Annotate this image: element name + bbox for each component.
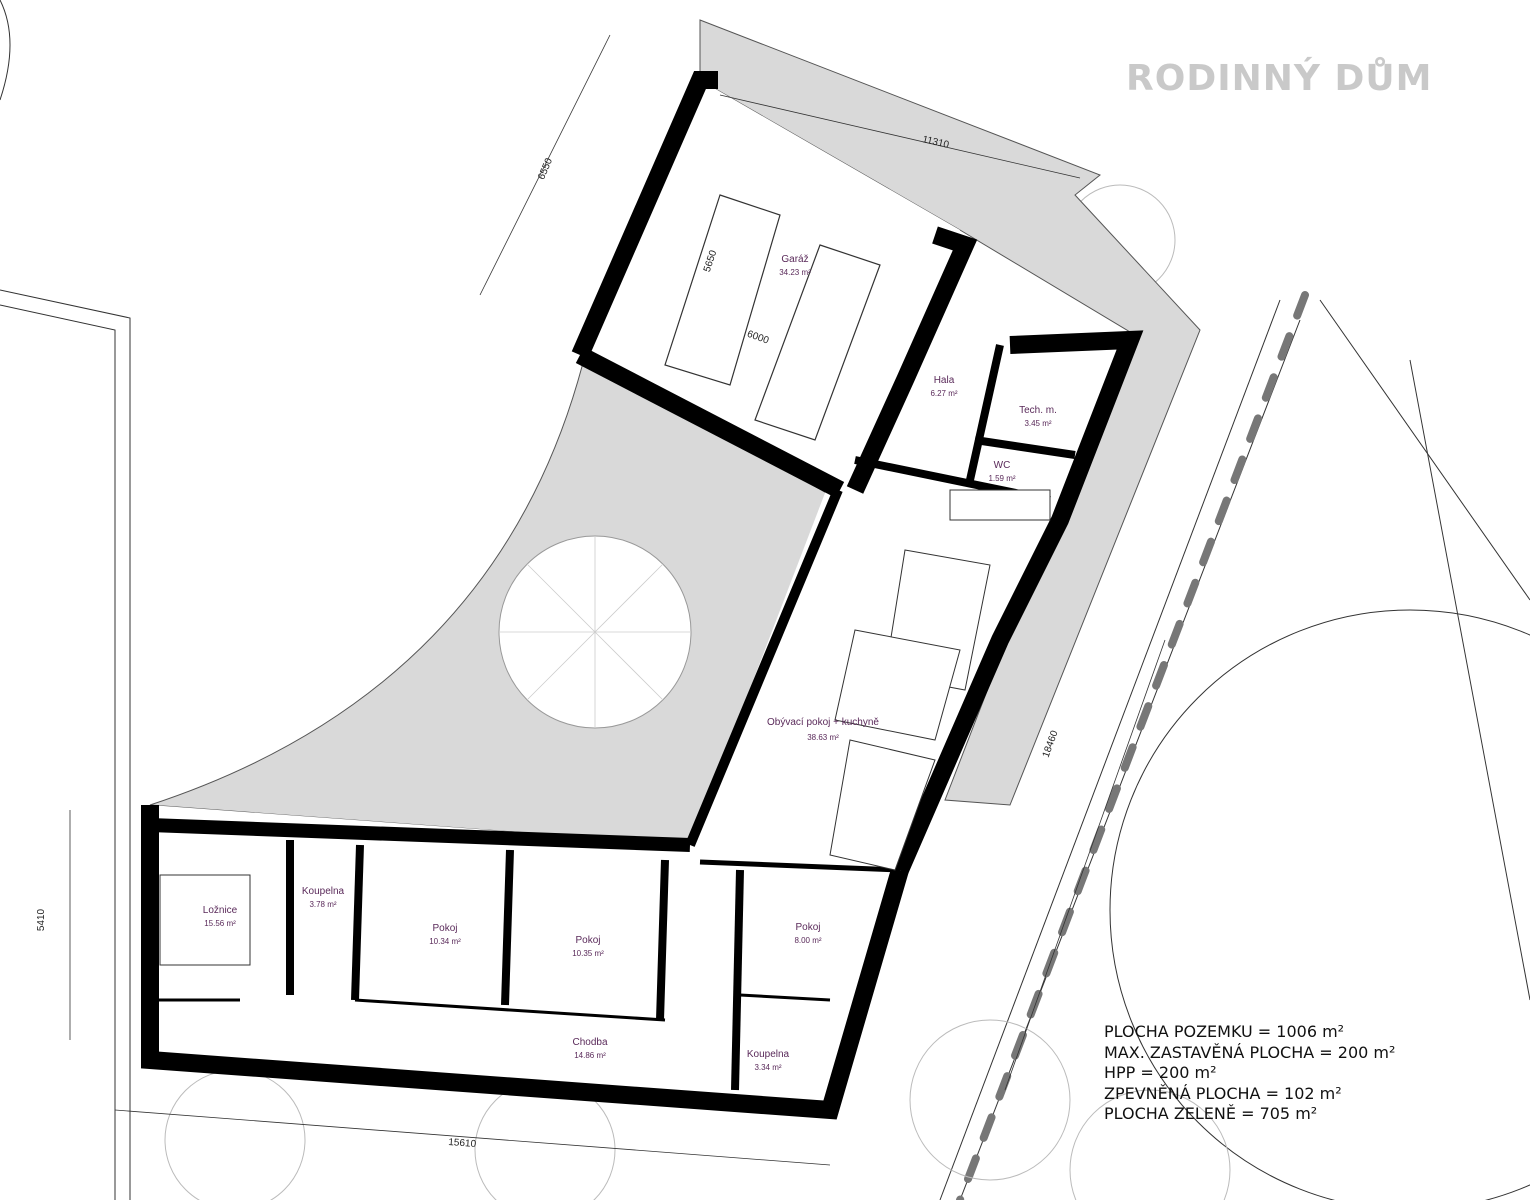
room-area-chodba: 14.86 m²	[574, 1051, 606, 1060]
room-label-wc: WC	[994, 460, 1011, 471]
room-label-pokoj-3: Pokoj	[795, 922, 820, 933]
room-area-koupelna-2: 3.34 m²	[754, 1063, 781, 1072]
room-area-loznice: 15.56 m²	[204, 919, 236, 928]
room-labels: Garáž 34.23 m² Hala 6.27 m² Tech. m. 3.4…	[203, 254, 1057, 1072]
stat-paved-area: ZPEVNĚNÁ PLOCHA = 102 m²	[1104, 1083, 1342, 1103]
stat-green-area: PLOCHA ZELENĚ = 705 m²	[1104, 1104, 1318, 1123]
room-label-koupelna-1: Koupelna	[302, 886, 345, 897]
stat-max-built-area: MAX. ZASTAVĚNÁ PLOCHA = 200 m²	[1104, 1042, 1396, 1062]
page-title: RODINNÝ DŮM	[1126, 58, 1433, 99]
stat-plot-area: PLOCHA POZEMKU = 1006 m²	[1104, 1022, 1345, 1041]
room-label-garage: Garáž	[781, 254, 808, 265]
room-label-pokoj-1: Pokoj	[432, 923, 457, 934]
fence	[956, 291, 1309, 1200]
walls	[141, 71, 1144, 1120]
room-label-loznice: Ložnice	[203, 905, 238, 916]
area-statistics: PLOCHA POZEMKU = 1006 m² MAX. ZASTAVĚNÁ …	[1104, 1022, 1395, 1125]
room-area-wc: 1.59 m²	[988, 474, 1015, 483]
room-area-koupelna-1: 3.78 m²	[309, 900, 336, 909]
stat-hpp: HPP = 200 m²	[1104, 1063, 1217, 1082]
room-area-pokoj-1: 10.34 m²	[429, 937, 461, 946]
dimension-18460: 18460	[1041, 729, 1061, 759]
dimension-lines	[69, 34, 1166, 1166]
room-area-pokoj-2: 10.35 m²	[572, 949, 604, 958]
cars-icon	[664, 194, 881, 441]
dimension-6550: 6550	[536, 156, 555, 181]
courtyard-paved-area	[149, 354, 831, 846]
room-area-tech: 3.45 m²	[1024, 419, 1051, 428]
room-area-garage: 34.23 m²	[779, 268, 811, 277]
furniture	[159, 489, 1051, 966]
dimension-5410: 5410	[36, 908, 47, 931]
courtyard-tree-branches	[499, 536, 691, 728]
room-label-pokoj-2: Pokoj	[575, 935, 600, 946]
room-label-tech: Tech. m.	[1019, 405, 1057, 416]
room-label-hala: Hala	[934, 375, 955, 386]
room-area-hala: 6.27 m²	[930, 389, 957, 398]
room-area-living: 38.63 m²	[807, 733, 839, 742]
room-label-living: Obývací pokoj + kuchyně	[767, 717, 879, 728]
room-label-koupelna-2: Koupelna	[747, 1049, 790, 1060]
room-label-chodba: Chodba	[572, 1037, 607, 1048]
dimension-15610: 15610	[448, 1137, 477, 1150]
room-area-pokoj-3: 8.00 m²	[794, 936, 821, 945]
